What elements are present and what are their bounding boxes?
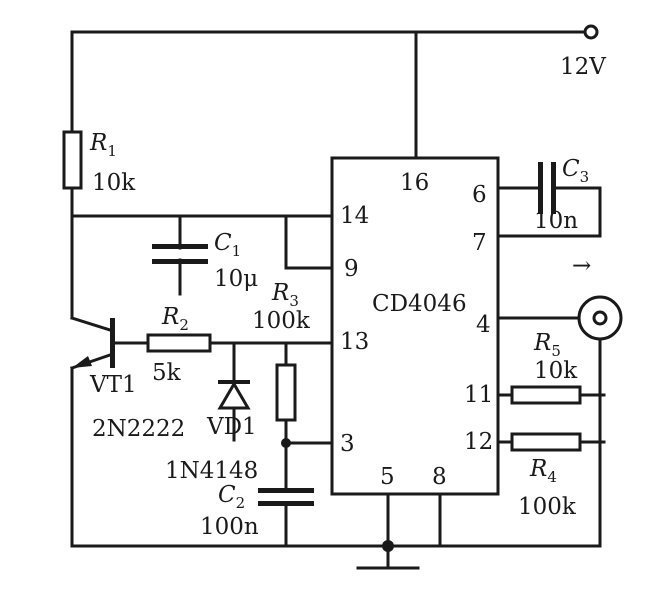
pin-9: 9 xyxy=(344,256,359,282)
pin-3: 3 xyxy=(340,431,355,457)
c1-value: 10μ xyxy=(214,266,258,292)
junction-dot xyxy=(382,540,394,552)
c1-capacitor xyxy=(152,244,208,264)
c2-value: 100n xyxy=(200,514,259,540)
pin-8: 8 xyxy=(432,464,447,490)
vd1-part: 1N4148 xyxy=(165,458,258,484)
r3-designator: R3 xyxy=(271,280,299,310)
output-arrow-icon: → xyxy=(572,253,591,279)
r3-value: 100k xyxy=(252,308,311,334)
c1-designator: C1 xyxy=(214,230,241,260)
r4-resistor xyxy=(510,432,582,452)
pin-5: 5 xyxy=(380,464,395,490)
pin-4: 4 xyxy=(476,312,491,338)
vd1-name: VD1 xyxy=(206,414,257,440)
supply-voltage-label: 12V xyxy=(560,54,606,80)
vt1-name: VT1 xyxy=(89,372,137,398)
r2-designator: R2 xyxy=(161,304,189,334)
r1-resistor xyxy=(62,130,83,190)
vt1-transistor xyxy=(70,316,115,370)
junction-dot xyxy=(281,438,291,448)
r3-resistor xyxy=(275,363,297,422)
vd1-diode xyxy=(217,380,251,410)
r2-resistor xyxy=(146,333,212,353)
r4-designator: R4 xyxy=(529,456,557,486)
r5-value: 10k xyxy=(534,358,578,384)
c3-capacitor xyxy=(538,162,556,214)
vt1-part: 2N2222 xyxy=(92,416,185,442)
output-jack xyxy=(577,295,623,341)
r1-value: 10k xyxy=(92,170,136,196)
pin-11: 11 xyxy=(464,382,493,408)
wires xyxy=(70,30,606,570)
c2-capacitor xyxy=(258,488,314,506)
pin-7: 7 xyxy=(472,230,487,256)
pin-16: 16 xyxy=(400,170,429,196)
pin-13: 13 xyxy=(340,329,369,355)
r1-designator: R1 xyxy=(89,130,117,160)
r2-value: 5k xyxy=(152,360,182,386)
r5-resistor xyxy=(510,385,582,405)
supply-terminal xyxy=(583,24,599,40)
c3-designator: C3 xyxy=(562,156,589,186)
chip-name: CD4046 xyxy=(372,291,467,317)
r5-designator: R5 xyxy=(533,330,561,360)
c2-designator: C2 xyxy=(218,482,245,512)
pin-12: 12 xyxy=(464,429,493,455)
pin-6: 6 xyxy=(472,182,487,208)
c3-value: 10n xyxy=(534,208,578,234)
cd4046-chip-body xyxy=(330,156,500,496)
r4-value: 100k xyxy=(518,494,577,520)
pin-14: 14 xyxy=(340,203,369,229)
